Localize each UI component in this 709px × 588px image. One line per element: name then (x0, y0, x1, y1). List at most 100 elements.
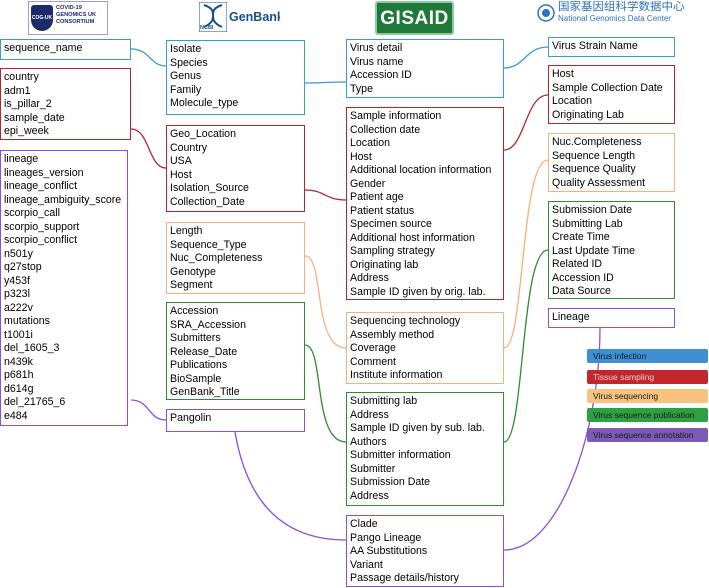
field-label: Location (552, 95, 593, 107)
link-sampling-genbank-gisaid (304, 189, 347, 201)
field-label: Virus detail (350, 42, 403, 54)
field-label: Host (350, 150, 372, 163)
field-label: Sequence Length (552, 149, 636, 162)
link-annotation-genbank-gisaid (234, 431, 347, 541)
link-infection-cog-genbank (130, 48, 167, 67)
field-label: p323l (4, 288, 30, 300)
field-label: lineage (4, 153, 39, 165)
field-label: Pango Lineage (350, 531, 422, 544)
link-annotation-cog-genbank (130, 399, 167, 421)
ngdc-infection-box: Virus Strain Name (548, 37, 675, 57)
field-label: Submitter (350, 462, 396, 475)
field-label: Related ID (552, 258, 603, 270)
field-label: Institute information (350, 369, 443, 381)
field-label: Accession (170, 305, 219, 317)
cog-infection-box: sequence_name (0, 39, 131, 60)
cog-uk-logo: COG-UK COVID-19 GENOMICS UK CONSORTIUM (28, 1, 108, 35)
field-label: Clade (350, 518, 378, 530)
field-label: Species (170, 56, 208, 69)
field-label: Sample ID given by orig. lab. (350, 285, 486, 298)
link-publication-genbank-gisaid (304, 344, 347, 443)
field-label: Nuc.Completeness (552, 136, 642, 148)
legend-item-sampling: Tissue sampling (587, 370, 708, 384)
field-label: scorpio_support (4, 220, 80, 233)
field-label: Authors (350, 435, 387, 448)
field-label: Location (350, 137, 391, 149)
field-label: Accession ID (552, 271, 614, 284)
genbank-annotation-box: Pangolin (166, 409, 305, 432)
field-label: Collection_Date (170, 195, 245, 208)
field-label: Country (170, 141, 208, 154)
gisaid-logo: GISAID (375, 1, 454, 35)
link-infection-genbank-gisaid (304, 81, 347, 84)
link-sampling-gisaid-ngdc (503, 94, 549, 151)
field-label: Sample Collection Date (552, 81, 663, 94)
field-label: Publications (170, 359, 228, 371)
field-label: Address (350, 272, 389, 284)
field-label: sample_date (4, 111, 65, 124)
link-sampling-cog-genbank (130, 128, 167, 169)
ngdc-annotation-box: Lineage (548, 308, 675, 328)
field-label: Pangolin (170, 412, 212, 424)
field-label: q27stop (4, 261, 42, 273)
field-label: Originating lab (350, 258, 419, 271)
field-label: Virus name (350, 55, 404, 68)
link-infection-gisaid-ngdc (503, 46, 549, 69)
field-label: y453f (4, 274, 30, 287)
field-label: Additional host information (350, 231, 475, 244)
field-label: SRA_Accession (170, 318, 246, 331)
field-label: adm1 (4, 84, 31, 97)
field-label: Host (552, 68, 574, 80)
field-label: Last Update Time (552, 244, 636, 257)
field-label: lineages_version (4, 166, 84, 179)
field-label: Geo_Location (170, 128, 236, 140)
field-label: Patient age (350, 191, 404, 203)
field-label: Sequencing technology (350, 315, 461, 327)
field-label: scorpio_conflict (4, 234, 78, 246)
field-label: Host (170, 168, 192, 181)
link-sequencing-genbank-gisaid (304, 255, 347, 349)
ngdc-logo: 国家基因组科学数据中心 National Genomics Data Cente… (536, 1, 708, 27)
field-label: country (4, 71, 39, 83)
legend-label: Virus sequencing (593, 391, 659, 401)
field-label: Genus (170, 70, 202, 82)
field-label: Create Time (552, 231, 610, 243)
field-label: USA (170, 155, 192, 167)
field-label: Patient status (350, 204, 415, 217)
field-label: BioSample (170, 372, 222, 385)
link-annotation-gisaid-ngdc (503, 327, 601, 551)
field-label: Accession ID (350, 69, 412, 81)
field-label: Data Source (552, 285, 611, 297)
field-label: sequence_name (4, 42, 83, 54)
field-label: Sampling strategy (350, 245, 435, 257)
legend-label: Virus sequence publication (593, 410, 695, 420)
link-sequencing-gisaid-ngdc (503, 159, 549, 349)
field-label: Type (350, 82, 373, 95)
field-label: Collection date (350, 123, 421, 136)
field-label: scorpio_call (4, 207, 60, 219)
field-label: lineage_conflict (4, 180, 78, 192)
field-label: n439k (4, 355, 33, 368)
field-label: Quality Assessment (552, 176, 646, 189)
field-label: Sequence Quality (552, 163, 636, 175)
field-label: Address (350, 408, 389, 421)
field-label: Virus Strain Name (552, 40, 638, 52)
legend-label: Tissue sampling (593, 372, 655, 382)
field-label: Gender (350, 177, 386, 190)
genbank-text: GenBank (229, 10, 280, 24)
cog-uk-text: COVID-19 GENOMICS UK CONSORTIUM (56, 5, 97, 25)
field-label: Isolate (170, 43, 202, 55)
ngdc-text-cn: 国家基因组科学数据中心 (558, 1, 685, 13)
field-label: AA Substitutions (350, 545, 428, 557)
legend-item-infection: Virus infection (587, 349, 708, 363)
legend-label: Virus sequence annotation (593, 430, 694, 440)
link-publication-gisaid-ngdc (503, 249, 549, 443)
